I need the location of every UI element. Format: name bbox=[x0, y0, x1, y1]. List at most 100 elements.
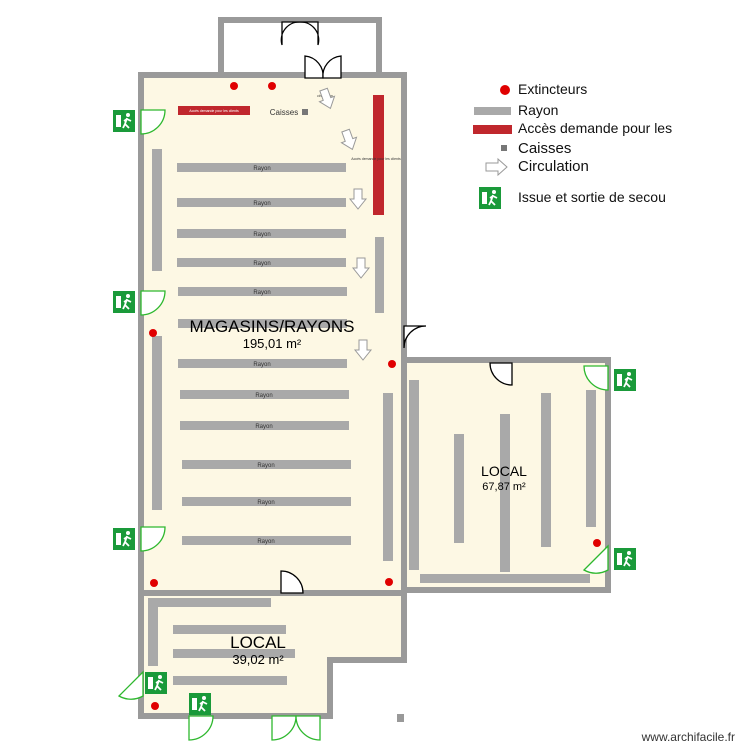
shelf bbox=[180, 390, 349, 399]
extinguisher-icon bbox=[151, 702, 159, 710]
door-icon bbox=[117, 670, 144, 700]
extinguishers bbox=[149, 82, 601, 710]
entrance-annex bbox=[218, 17, 382, 78]
shelf bbox=[375, 237, 384, 313]
shelf-label: Rayon bbox=[255, 424, 272, 430]
room-main bbox=[138, 72, 407, 596]
shelf bbox=[152, 149, 162, 271]
legend-label: Caisses bbox=[518, 140, 571, 157]
legend-label: Rayon bbox=[518, 102, 558, 118]
shelf bbox=[177, 198, 346, 207]
shelf-label: Rayon bbox=[253, 261, 270, 267]
access-icon bbox=[473, 125, 512, 134]
door-icon bbox=[583, 365, 609, 391]
shelf-label: Rayon bbox=[255, 393, 272, 399]
shelf bbox=[178, 319, 347, 328]
arrow-icon bbox=[485, 157, 508, 177]
shelf bbox=[178, 287, 347, 296]
shelf bbox=[420, 574, 590, 583]
door-icon bbox=[280, 21, 301, 46]
door-icon bbox=[280, 570, 304, 594]
door-icon bbox=[271, 715, 297, 741]
watermark: www.archifacile.fr bbox=[641, 730, 735, 744]
access-label: Accès demande pour les clients bbox=[189, 109, 239, 113]
door-icon bbox=[299, 21, 320, 46]
shelf-label: Rayon bbox=[253, 201, 270, 207]
shelf-label: Rayon bbox=[253, 166, 270, 172]
shelf bbox=[586, 390, 596, 527]
door-icon bbox=[295, 715, 321, 741]
door-icon bbox=[489, 362, 513, 386]
emergency-exit-icon bbox=[112, 290, 136, 314]
room-right-name: LOCAL bbox=[481, 463, 527, 479]
door-icon bbox=[322, 55, 342, 79]
legend-label: Accès demande pour les bbox=[518, 120, 672, 136]
emergency-exit-icon bbox=[478, 186, 502, 210]
shelf bbox=[177, 229, 346, 238]
shelf bbox=[383, 393, 393, 561]
room-main-area: 195,01 m² bbox=[243, 336, 302, 351]
extinguisher-icon bbox=[230, 82, 238, 90]
legend: Extincteurs Rayon Accès demande pour les… bbox=[473, 81, 672, 210]
room-bottom-name: LOCAL bbox=[230, 633, 286, 652]
checkout-icon bbox=[501, 145, 507, 151]
checkout-label: Caisses bbox=[270, 108, 298, 117]
door-icon bbox=[188, 715, 214, 741]
extinguisher-icon bbox=[388, 360, 396, 368]
door-icon bbox=[140, 290, 166, 316]
shelves-right bbox=[409, 380, 596, 583]
emergency-exit-icon bbox=[613, 547, 637, 571]
shelf bbox=[173, 625, 286, 634]
extinguisher-icon bbox=[500, 85, 510, 95]
shelf bbox=[182, 460, 351, 469]
shelf bbox=[541, 393, 551, 547]
shelf bbox=[182, 497, 351, 506]
extinguisher-icon bbox=[268, 82, 276, 90]
shelf bbox=[177, 163, 346, 172]
shelf-label: Rayon bbox=[253, 362, 270, 368]
shelf bbox=[500, 414, 510, 572]
shelf bbox=[173, 649, 295, 658]
emergency-exit-icon bbox=[613, 368, 637, 392]
legend-label: Issue et sortie de secou bbox=[518, 189, 666, 205]
door-icon bbox=[140, 526, 166, 552]
shelf bbox=[182, 536, 351, 545]
door-icon bbox=[403, 325, 427, 349]
shelf-label: Rayon bbox=[257, 463, 274, 469]
shelf-label: Rayon bbox=[257, 539, 274, 545]
emergency-exit-icon bbox=[188, 692, 212, 716]
room-bottom-area: 39,02 m² bbox=[232, 652, 284, 667]
legend-label: Circulation bbox=[518, 158, 589, 175]
emergency-exit-icon bbox=[112, 527, 136, 551]
extinguisher-icon bbox=[150, 579, 158, 587]
shelf bbox=[409, 380, 419, 570]
door-icon bbox=[582, 544, 609, 574]
room-main-name: MAGASINS/RAYONS bbox=[190, 317, 355, 336]
shelf bbox=[152, 336, 162, 510]
door-icon bbox=[140, 109, 166, 135]
legend-label: Extincteurs bbox=[518, 81, 587, 97]
shelf-icon bbox=[474, 107, 511, 115]
access-bar bbox=[373, 95, 384, 215]
access-bar bbox=[178, 106, 250, 115]
emergency-exit-icon bbox=[144, 671, 168, 695]
shelf bbox=[148, 598, 158, 666]
shelf-label: Rayon bbox=[253, 232, 270, 238]
room-right-area: 67,87 m² bbox=[482, 481, 526, 493]
doors bbox=[117, 21, 609, 741]
access-label: Accès demande pour les clients bbox=[351, 157, 401, 161]
extinguisher-icon bbox=[149, 329, 157, 337]
shelf-label: Rayon bbox=[253, 290, 270, 296]
pillar bbox=[397, 714, 404, 722]
shelves-bottom bbox=[148, 598, 295, 685]
checkout-square bbox=[302, 109, 308, 115]
extinguisher-icon bbox=[593, 539, 601, 547]
shelf bbox=[178, 359, 347, 368]
shelf-label: Rayon bbox=[257, 500, 274, 506]
shelf bbox=[177, 258, 346, 267]
shelf bbox=[173, 676, 287, 685]
extinguisher-icon bbox=[385, 578, 393, 586]
emergency-exit-icon bbox=[112, 109, 136, 133]
shelves-main: Rayon Rayon Rayon Rayon Rayon Rayon Rayo… bbox=[152, 149, 393, 561]
